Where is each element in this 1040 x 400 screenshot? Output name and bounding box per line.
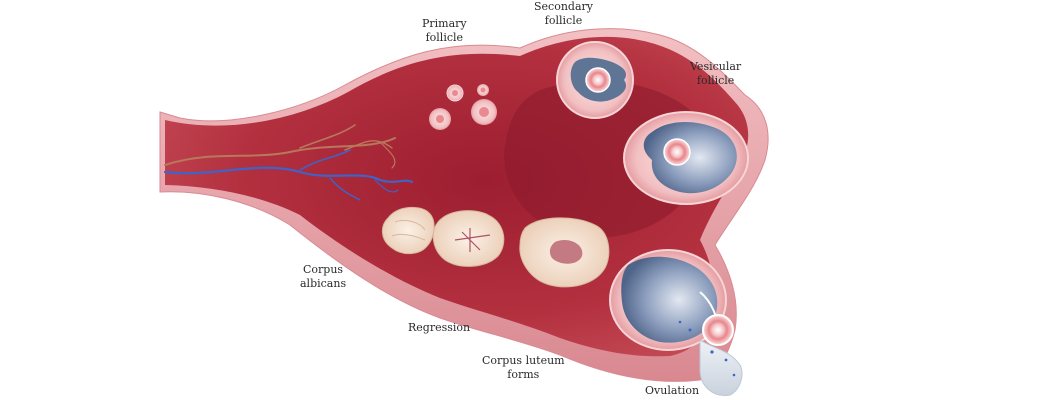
label-primary-follicle: Primary follicle	[422, 17, 467, 44]
label-regression: Regression	[408, 321, 471, 334]
corpus-albicans-shape	[382, 206, 435, 255]
blood-vessels	[163, 124, 414, 201]
label-vesicular-follicle: Vesicular follicle	[690, 60, 742, 87]
primary-follicles	[429, 84, 497, 130]
vesicular-follicle	[623, 111, 749, 205]
corpus-luteum	[519, 217, 610, 288]
label-secondary-follicle: Secondary follicle	[534, 0, 593, 27]
label-ovulation: Ovulation	[645, 384, 700, 397]
released-oocyte	[678, 314, 743, 396]
regressing-corpus-luteum	[432, 210, 505, 267]
label-corpus-albicans: Corpus albicans	[300, 263, 347, 290]
label-corpus-luteum-forms: Corpus luteum forms	[482, 354, 565, 381]
secondary-follicle	[556, 41, 634, 119]
ovulating-follicle	[609, 249, 727, 351]
